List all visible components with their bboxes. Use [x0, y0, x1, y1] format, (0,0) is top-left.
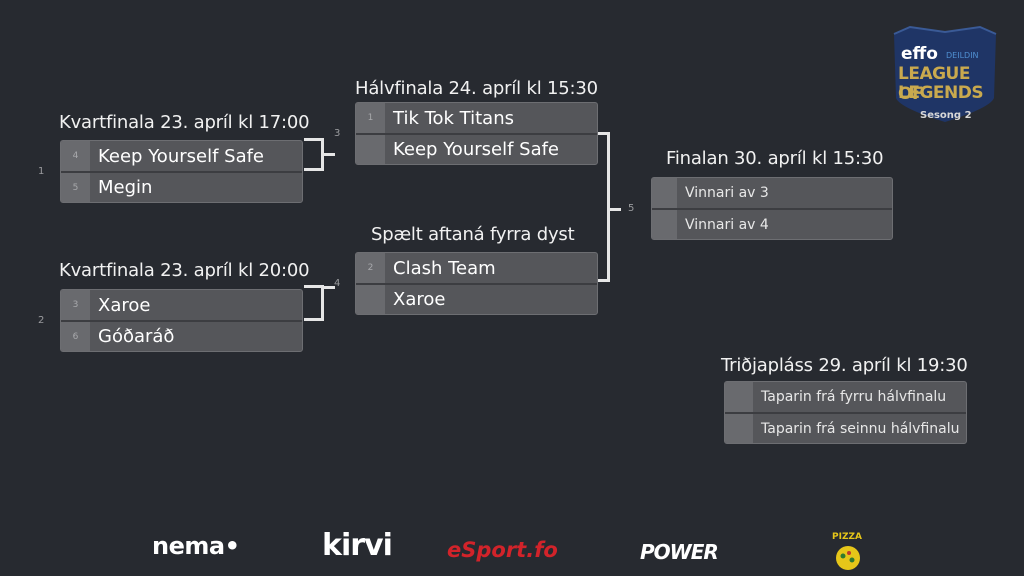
seed-badge: 6 [61, 322, 90, 351]
seed-badge: 3 [61, 290, 90, 320]
team-name: Vinnari av 3 [685, 185, 769, 201]
team-slot[interactable]: 1 Tik Tok Titans [356, 103, 597, 133]
logo-brand: effo [901, 44, 938, 64]
seed-badge: 4 [61, 141, 90, 171]
team-name: Clash Team [393, 257, 496, 279]
team-slot[interactable]: Taparin frá seinnu hálvfinalu [725, 412, 966, 443]
team-name: Xaroe [98, 294, 151, 316]
sponsor-pizza-label: PIZZA [832, 532, 862, 542]
logo-season: Sesong 2 [920, 110, 972, 121]
seed-badge: 2 [356, 253, 385, 283]
logo-league-tag: DEILDIN [946, 51, 979, 60]
team-name: Tik Tok Titans [393, 107, 514, 129]
team-slot[interactable]: 4 Keep Yourself Safe [61, 141, 302, 171]
qf2-title: Kvartfinala 23. apríl kl 20:00 [59, 260, 310, 281]
bracket-connector [598, 132, 610, 282]
team-slot[interactable]: 6 Góðaráð [61, 320, 302, 351]
bracket-connector [321, 153, 335, 156]
qf1-match-number: 1 [38, 166, 45, 177]
team-name: Keep Yourself Safe [393, 139, 560, 160]
match-qf2[interactable]: 3 Xaroe 6 Góðaráð [60, 289, 303, 352]
seed-badge: 1 [356, 103, 385, 133]
team-name: Taparin frá fyrru hálvfinalu [761, 389, 947, 405]
sponsor-power-logo: POWER [640, 540, 719, 564]
sponsor-kirvi-logo: kirvi [322, 528, 393, 563]
team-slot[interactable]: Taparin frá fyrru hálvfinalu [725, 382, 966, 412]
team-name: Vinnari av 4 [685, 216, 769, 233]
team-name: Taparin frá seinnu hálvfinalu [761, 420, 960, 437]
qf2-match-number: 2 [38, 315, 45, 326]
team-slot[interactable]: Vinnari av 3 [652, 178, 892, 208]
sf2-match-number: 4 [334, 278, 341, 289]
sf1-match-number: 3 [334, 128, 341, 139]
sf2-title: Spælt aftaná fyrra dyst [371, 224, 575, 245]
third-place-title: Triðjapláss 29. apríl kl 19:30 [721, 355, 968, 376]
team-name: Megin [98, 177, 153, 198]
sf1-title: Hálvfinala 24. apríl kl 15:30 [355, 78, 598, 99]
seed-badge [356, 285, 385, 314]
match-sf1[interactable]: 1 Tik Tok Titans Keep Yourself Safe [355, 102, 598, 165]
match-qf1[interactable]: 4 Keep Yourself Safe 5 Megin [60, 140, 303, 203]
team-slot[interactable]: 2 Clash Team [356, 253, 597, 283]
seed-badge [725, 382, 753, 412]
seed-badge [652, 210, 677, 239]
sponsor-nema-logo: nema• [152, 532, 240, 560]
match-sf2[interactable]: 2 Clash Team Xaroe [355, 252, 598, 315]
team-name: Keep Yourself Safe [98, 145, 265, 167]
qf1-title: Kvartfinala 23. apríl kl 17:00 [59, 112, 310, 133]
match-final[interactable]: Vinnari av 3 Vinnari av 4 [651, 177, 893, 240]
team-slot[interactable]: Keep Yourself Safe [356, 133, 597, 164]
league-logo: effo DEILDIN LEAGUE OF LEGENDS Sesong 2 [890, 24, 1000, 128]
sponsor-pizza-logo: PIZZA [828, 532, 868, 572]
seed-badge [356, 135, 385, 164]
final-title: Finalan 30. apríl kl 15:30 [666, 148, 884, 169]
team-name: Góðaráð [98, 326, 175, 347]
bracket-connector [304, 285, 324, 321]
bracket-connector [321, 286, 335, 289]
seed-badge [652, 178, 677, 208]
bracket-connector [607, 208, 621, 211]
final-match-number: 5 [628, 203, 635, 214]
pizza-icon [836, 546, 860, 570]
sponsor-esport-logo: eSport.fo [447, 538, 558, 562]
seed-badge [725, 414, 753, 443]
logo-line2: LEGENDS [898, 83, 984, 103]
logo-line1: LEAGUE OF [898, 64, 970, 104]
team-slot[interactable]: 3 Xaroe [61, 290, 302, 320]
team-slot[interactable]: 5 Megin [61, 171, 302, 202]
team-slot[interactable]: Vinnari av 4 [652, 208, 892, 239]
match-third-place[interactable]: Taparin frá fyrru hálvfinalu Taparin frá… [724, 381, 967, 444]
team-name: Xaroe [393, 289, 446, 310]
team-slot[interactable]: Xaroe [356, 283, 597, 314]
seed-badge: 5 [61, 173, 90, 202]
league-logo-shield-icon [893, 25, 997, 122]
